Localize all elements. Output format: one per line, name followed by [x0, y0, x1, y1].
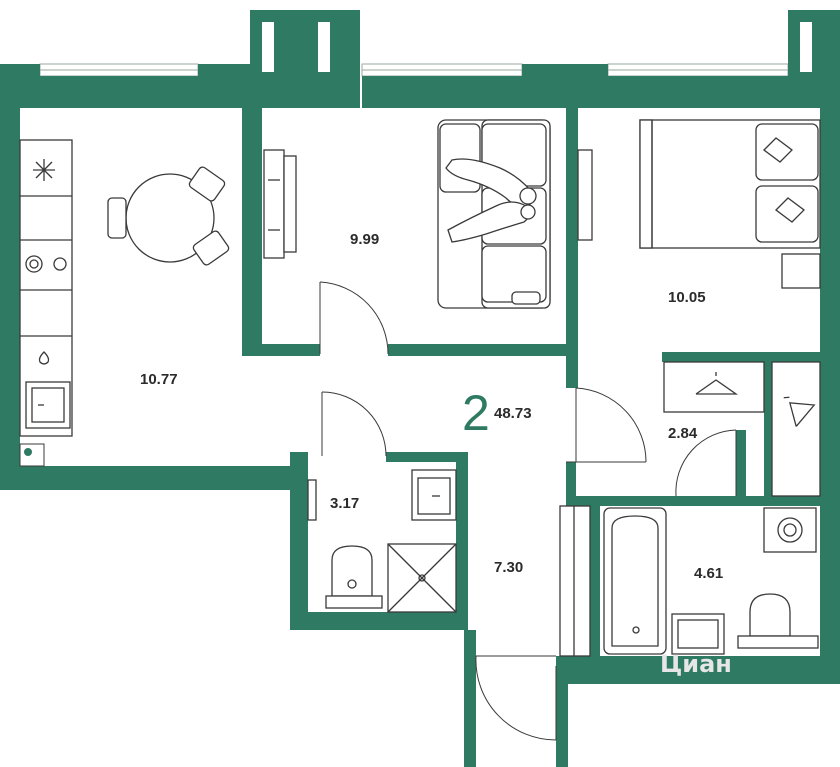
sink-drop-icon: [38, 351, 50, 365]
hallway-area-label: 7.30: [494, 559, 523, 576]
total-area-label: 48.73: [494, 405, 532, 422]
walls: [0, 10, 840, 767]
hall-wardrobe: [559, 505, 591, 657]
windows: [39, 63, 789, 77]
dining-table: [107, 166, 230, 266]
bedroom-area-label: 10.05: [668, 289, 706, 306]
living-room-area-label: 9.99: [350, 231, 379, 248]
kitchen-vent: [19, 443, 45, 467]
wardrobe-area-label: 2.84: [668, 425, 698, 442]
wc-area-label: 3.17: [330, 495, 359, 512]
bedside-unit: [577, 149, 821, 289]
kitchen-area-label: 10.77: [140, 371, 178, 388]
kitchen-sink: [25, 381, 71, 429]
people-figures: [445, 158, 537, 243]
wc-fixtures: [307, 469, 457, 613]
wardrobe-shelves: [663, 361, 821, 497]
stove-icon: [25, 255, 67, 273]
doors: [319, 281, 737, 741]
bathroom-area-label: 4.61: [694, 565, 723, 582]
double-bed: [639, 119, 821, 249]
snowflake-icon: [33, 159, 55, 181]
watermark: Циан: [660, 650, 732, 678]
bathroom-fixtures: [603, 507, 819, 655]
tv-stand: [263, 149, 297, 259]
rooms-count: 2: [462, 385, 490, 441]
